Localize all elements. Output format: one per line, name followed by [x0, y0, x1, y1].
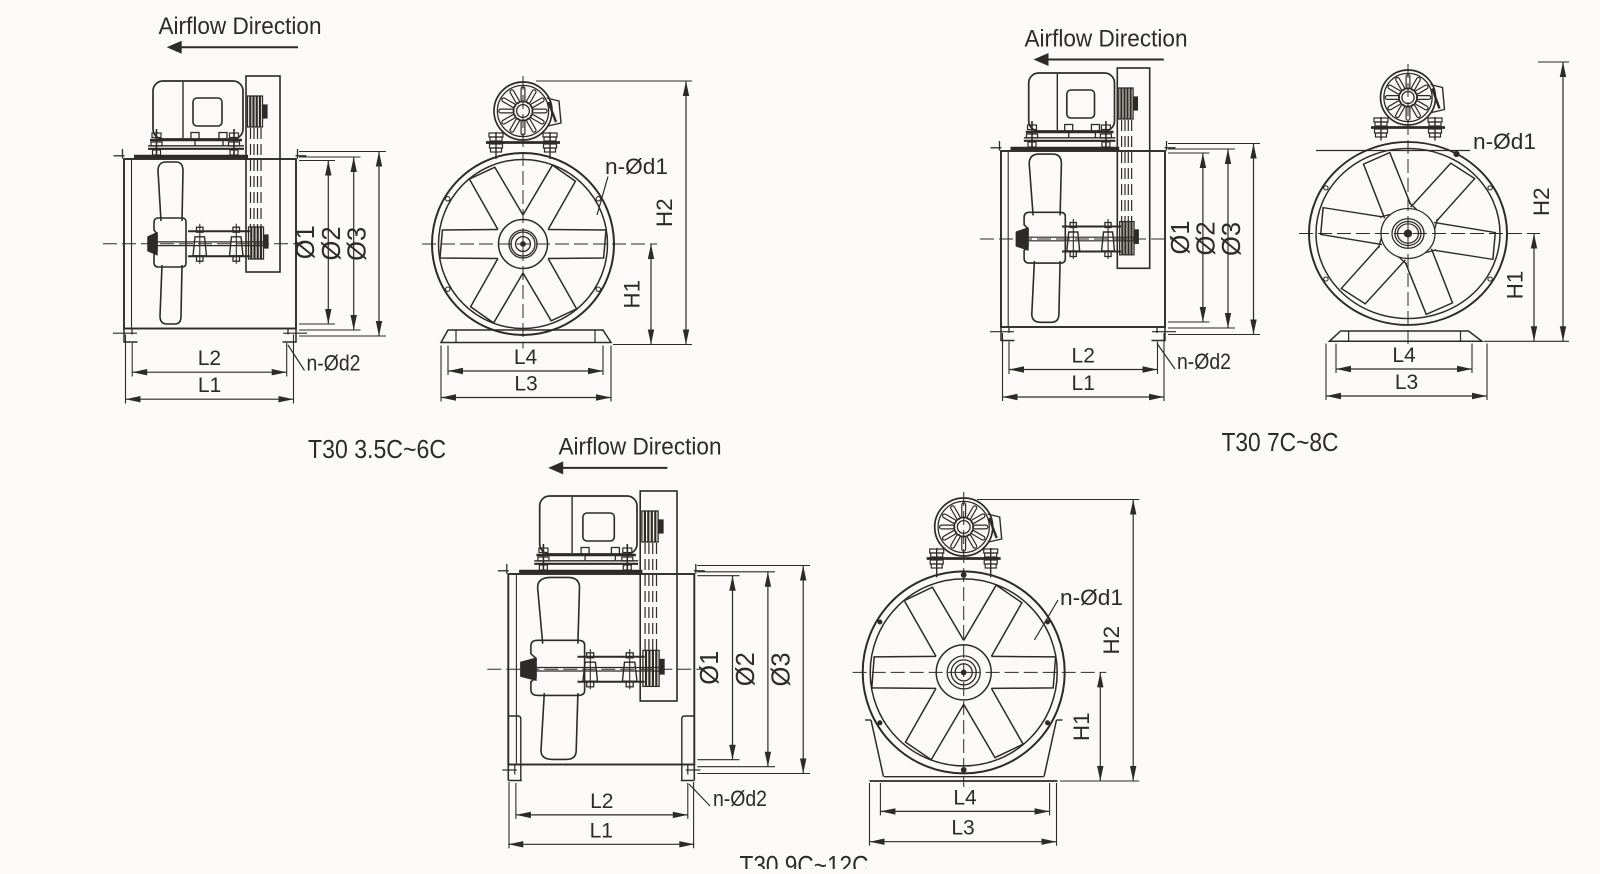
- svg-text:Ø3: Ø3: [768, 652, 796, 686]
- svg-text:Ø1: Ø1: [292, 225, 320, 259]
- svg-text:L4: L4: [953, 786, 977, 809]
- svg-text:H2: H2: [1529, 187, 1554, 216]
- svg-text:L4: L4: [514, 346, 538, 369]
- svg-text:n-Ød1: n-Ød1: [1060, 585, 1123, 610]
- svg-text:L2: L2: [590, 790, 613, 813]
- svg-text:Ø1: Ø1: [696, 651, 724, 685]
- svg-text:Ø3: Ø3: [344, 227, 372, 261]
- svg-text:L4: L4: [1392, 344, 1416, 367]
- svg-text:Ø2: Ø2: [318, 226, 346, 260]
- svg-text:T30 7C~8C: T30 7C~8C: [1222, 427, 1339, 457]
- svg-text:Ø1: Ø1: [1167, 220, 1195, 254]
- svg-text:Airflow Direction: Airflow Direction: [159, 13, 322, 40]
- svg-text:T30 3.5C~6C: T30 3.5C~6C: [308, 434, 446, 464]
- svg-text:L3: L3: [1395, 371, 1418, 394]
- svg-text:n-Ød1: n-Ød1: [605, 154, 668, 179]
- svg-text:n-Ød2: n-Ød2: [713, 786, 767, 811]
- svg-text:Ø2: Ø2: [732, 652, 760, 686]
- svg-text:H1: H1: [1503, 271, 1528, 300]
- svg-text:H2: H2: [1099, 626, 1124, 655]
- svg-text:L3: L3: [514, 373, 537, 396]
- svg-text:L3: L3: [951, 817, 974, 840]
- svg-text:Airflow Direction: Airflow Direction: [559, 434, 722, 461]
- svg-text:Ø3: Ø3: [1218, 222, 1246, 256]
- svg-text:H1: H1: [1069, 712, 1094, 741]
- svg-text:Ø2: Ø2: [1193, 221, 1221, 255]
- svg-text:T30 9C~12C: T30 9C~12C: [740, 850, 869, 869]
- svg-text:L1: L1: [590, 819, 613, 842]
- svg-text:n-Ød1: n-Ød1: [1473, 129, 1536, 154]
- svg-text:H2: H2: [652, 198, 677, 227]
- svg-text:n-Ød2: n-Ød2: [307, 351, 361, 376]
- svg-text:L1: L1: [1072, 372, 1095, 395]
- svg-text:L1: L1: [198, 374, 221, 397]
- svg-text:H1: H1: [620, 280, 645, 309]
- svg-text:L2: L2: [1072, 345, 1095, 368]
- svg-text:Airflow Direction: Airflow Direction: [1025, 26, 1188, 53]
- svg-text:n-Ød2: n-Ød2: [1177, 349, 1231, 374]
- svg-text:L2: L2: [198, 347, 221, 370]
